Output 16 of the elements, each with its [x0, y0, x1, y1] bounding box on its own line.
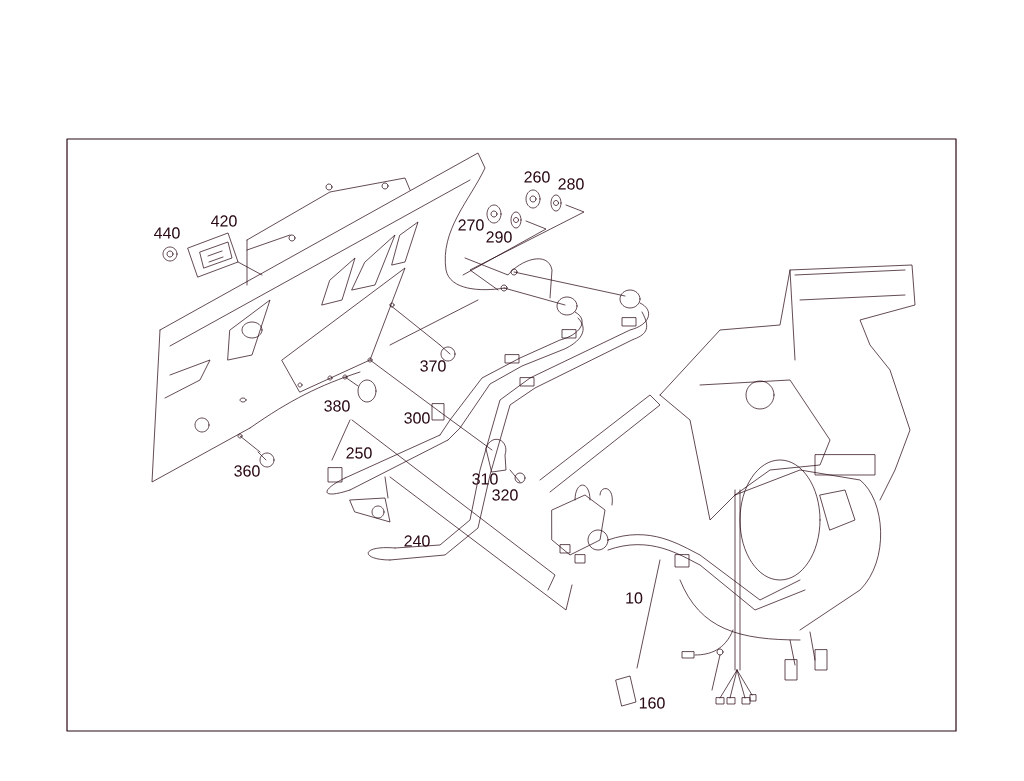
callout-number: 440: [154, 227, 180, 239]
callout-number: 160: [639, 697, 665, 709]
callout-number: 420: [211, 215, 237, 227]
callout-number: 370: [420, 360, 446, 372]
callout-number: 250: [346, 447, 372, 459]
callout-number: 290: [486, 231, 512, 243]
callout-number: 320: [492, 489, 518, 501]
callout-number: 270: [458, 219, 484, 231]
callout-number: 310: [472, 473, 498, 485]
callout-number: 380: [324, 400, 350, 412]
callout-number: 240: [404, 535, 430, 547]
callout-number: 300: [404, 412, 430, 424]
callout-number: 280: [558, 178, 584, 190]
callout-number: 360: [234, 465, 260, 477]
callout-number: 260: [524, 171, 550, 183]
callout-number: 10: [626, 592, 643, 604]
